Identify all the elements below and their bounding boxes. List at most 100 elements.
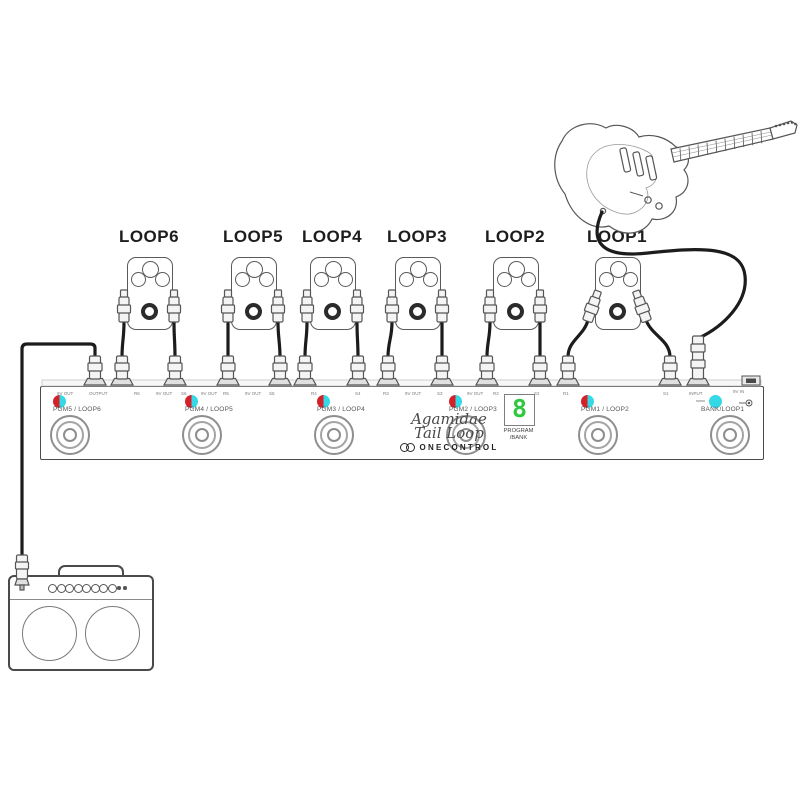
jack-label: INPUT [689, 391, 703, 396]
amp-speaker [85, 606, 140, 661]
amp-knob [48, 584, 57, 593]
loop-label: LOOP2 [484, 227, 546, 246]
jack-label: 9V OUT [245, 391, 262, 396]
guitar-frets [679, 130, 763, 161]
jack-label: R2 [493, 391, 499, 396]
program-display: 8 [504, 394, 535, 426]
jack-label: S6 [181, 391, 187, 396]
footswitch-label: PGM1 / LOOP2 [581, 406, 629, 413]
patch-cable [303, 320, 309, 359]
effect-pedal [310, 257, 356, 330]
guitar-knob [644, 196, 652, 204]
jack-label: R4 [311, 391, 317, 396]
patch-cable [644, 318, 672, 359]
patch-cable [172, 320, 177, 359]
amplifier [8, 575, 154, 671]
pedal-stomp-switch [141, 303, 158, 320]
guitar-strings [671, 131, 773, 158]
footswitch-label: PGM4 / LOOP5 [185, 406, 233, 413]
pedal-stomp-switch [609, 303, 626, 320]
loop-label: LOOP5 [222, 227, 284, 246]
guitar-selector [629, 191, 644, 197]
guitar-tuners [774, 121, 797, 128]
pedal-knob [338, 272, 353, 287]
guitar-body [554, 123, 689, 234]
pedal-knob [599, 272, 614, 287]
brand-block: Agamidae Tail Loop ONECONTROL [359, 412, 539, 452]
pedal-plugs [116, 288, 654, 324]
jack-label: S4 [355, 391, 361, 396]
amp-knob [99, 584, 108, 593]
loop-switcher-unit: 9V OUT OUTPUT R6 9V OUT S6 9V OUT R5 9V OUT S5 R4… [40, 386, 764, 460]
brand-script-line1: Agamidae [411, 410, 487, 428]
amp-switch-dot [117, 586, 121, 590]
program-display-caption: PROGRAM /BANK [503, 428, 534, 441]
loop-label: LOOP3 [386, 227, 448, 246]
jack-label: 9V OUT [467, 391, 484, 396]
oc-logo-icon [405, 443, 415, 452]
footswitch-label: PGM2 / LOOP3 [449, 406, 497, 413]
pedal-knob [314, 272, 329, 287]
pedal-knob [521, 272, 536, 287]
jack-label: S1 [663, 391, 669, 396]
pedal-knob [235, 272, 250, 287]
loop-status-led [580, 394, 594, 408]
jack-label: R3 [383, 391, 389, 396]
patch-cable [485, 320, 492, 359]
guitar-headstock [769, 120, 798, 140]
guitar-icon [554, 120, 798, 234]
pedal-knob [155, 272, 170, 287]
jack-label: 9V OUT [201, 391, 218, 396]
guitar-output-jack [599, 207, 607, 215]
pedal-knob [497, 272, 512, 287]
pedal-knob [410, 261, 427, 278]
jack-label: S5 [269, 391, 275, 396]
pedal-knob [246, 261, 263, 278]
guitar-pickguard [586, 144, 657, 215]
effect-pedal [595, 257, 641, 330]
footswitch-label: PGM5 / LOOP6 [53, 406, 101, 413]
effect-pedal [493, 257, 539, 330]
pedal-stomp-switch [507, 303, 524, 320]
patch-cable [386, 320, 394, 359]
jack-label: OUTPUT [89, 391, 108, 396]
amp-switch-dot [123, 586, 127, 590]
footswitch [182, 415, 222, 455]
pedal-stomp-switch [245, 303, 262, 320]
loop-label: LOOP4 [301, 227, 363, 246]
effect-pedal [231, 257, 277, 330]
jack-label: S3 [437, 391, 443, 396]
pedal-knob [259, 272, 274, 287]
pedal-knob [142, 261, 159, 278]
effect-pedal [127, 257, 173, 330]
pedal-knob [423, 272, 438, 287]
loop-status-led [184, 394, 198, 408]
power-label: 9V IN [733, 389, 745, 394]
effect-pedal [395, 257, 441, 330]
pedal-knob [131, 272, 146, 287]
brand-script-line2: Tail Loop [414, 424, 484, 442]
loop-label: LOOP6 [118, 227, 180, 246]
guitar-knob [655, 202, 663, 210]
footswitch [50, 415, 90, 455]
loop-status-led [448, 394, 462, 408]
jack-label: 9V OUT [405, 391, 422, 396]
jack-label: R5 [223, 391, 229, 396]
footswitch-label: PGM3 / LOOP4 [317, 406, 365, 413]
guitar-pickups [619, 147, 658, 181]
amp-speaker [22, 606, 77, 661]
jack-label: S2 [534, 391, 540, 396]
power-jack [741, 375, 761, 386]
footswitch [446, 415, 486, 455]
pedal-knob [399, 272, 414, 287]
pedal-stomp-switch [324, 303, 341, 320]
input-led [708, 394, 722, 408]
patch-cable [120, 320, 126, 359]
amp-knob [82, 584, 91, 593]
jack-label: R6 [134, 391, 140, 396]
amp-knob [108, 584, 117, 593]
jack-label: R1 [563, 391, 569, 396]
footswitch [314, 415, 354, 455]
brand-logo: ONECONTROL [359, 443, 539, 452]
